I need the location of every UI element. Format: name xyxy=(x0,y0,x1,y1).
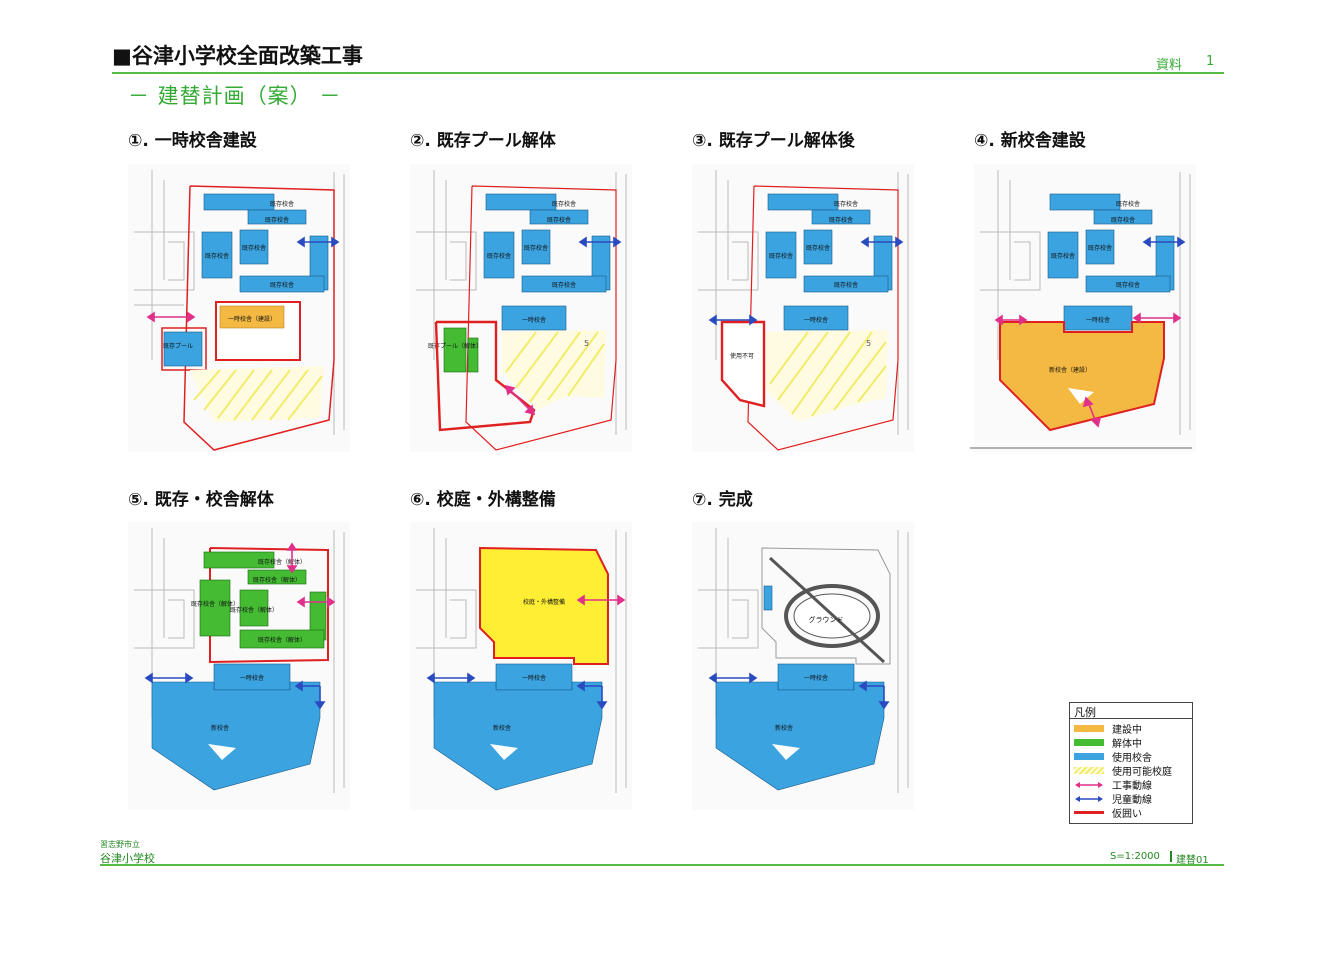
site-map-step-3: 既存校舎 既存校舎 既存校舎 既存校舎 既存校舎 一時校舎 5 使用不可 xyxy=(692,164,914,452)
svg-text:既存校舎: 既存校舎 xyxy=(270,200,294,208)
svg-text:既存校舎: 既存校舎 xyxy=(547,216,571,224)
svg-text:既存校舎: 既存校舎 xyxy=(829,216,853,224)
svg-text:一時校舎（建設）: 一時校舎（建設） xyxy=(228,315,276,323)
footer-municipality: 習志野市立 xyxy=(100,840,140,849)
fence-line-swatch xyxy=(1074,811,1104,814)
double-arrow-icon xyxy=(1074,781,1104,789)
svg-text:校庭・外構整備: 校庭・外構整備 xyxy=(523,598,565,606)
page-title: ■谷津小学校全面改築工事 xyxy=(112,44,363,68)
svg-text:既存校舎（解体）: 既存校舎（解体） xyxy=(258,558,306,566)
svg-text:既存校舎: 既存校舎 xyxy=(1116,281,1140,289)
svg-text:既存校舎: 既存校舎 xyxy=(270,281,294,289)
svg-text:一時校舎: 一時校舎 xyxy=(522,316,546,324)
svg-text:既存校舎: 既存校舎 xyxy=(1051,252,1075,260)
svg-text:新校舎: 新校舎 xyxy=(493,724,511,732)
footer-drawing-code: 建替01 xyxy=(1176,855,1209,866)
legend-item-student-route: 児童動線 xyxy=(1074,791,1152,806)
document-label: 資料 xyxy=(1156,58,1183,73)
step-5-label: ⑤. 既存・校舎解体 xyxy=(128,490,274,510)
legend-item-in-use-building: 使用校舎 xyxy=(1074,749,1152,764)
in-use-building-swatch xyxy=(1074,753,1104,760)
page-subtitle: － 建替計画（案） － xyxy=(128,84,342,108)
step-2-label: ②. 既存プール解体 xyxy=(410,131,556,151)
header-divider xyxy=(112,72,1224,74)
svg-text:既存校舎（解体）: 既存校舎（解体） xyxy=(191,600,239,608)
svg-text:既存校舎: 既存校舎 xyxy=(806,244,830,252)
svg-text:既存校舎: 既存校舎 xyxy=(205,252,229,260)
double-arrow-icon xyxy=(1074,795,1104,803)
svg-text:既存校舎: 既存校舎 xyxy=(769,252,793,260)
step-3-label: ③. 既存プール解体後 xyxy=(692,131,855,151)
legend-item-temporary-fence: 仮囲い xyxy=(1074,805,1142,820)
site-map-step-5: 既存校舎（解体） 既存校舎（解体） 既存校舎（解体） 既存校舎（解体） 既存校舎… xyxy=(128,522,350,810)
svg-text:既存校舎: 既存校舎 xyxy=(265,216,289,224)
site-map-step-4: 既存校舎 既存校舎 既存校舎 既存校舎 既存校舎 一時校舎 新校舎（建設） xyxy=(970,164,1196,452)
svg-text:既存校舎: 既存校舎 xyxy=(552,281,576,289)
svg-text:既存校舎: 既存校舎 xyxy=(1111,216,1135,224)
footer-scale: S=1:2000 xyxy=(1110,851,1160,862)
step-6-label: ⑥. 校庭・外構整備 xyxy=(410,490,556,510)
svg-text:既存校舎（解体）: 既存校舎（解体） xyxy=(258,636,306,644)
footer-divider xyxy=(100,864,1224,866)
svg-text:既存校舎: 既存校舎 xyxy=(834,200,858,208)
svg-text:既存校舎: 既存校舎 xyxy=(524,244,548,252)
svg-text:既存校舎: 既存校舎 xyxy=(1116,200,1140,208)
usable-yard-swatch xyxy=(1074,767,1104,774)
footer-school-name: 谷津小学校 xyxy=(100,852,155,865)
svg-text:既存校舎: 既存校舎 xyxy=(242,244,266,252)
svg-text:既存校舎: 既存校舎 xyxy=(834,281,858,289)
svg-text:5: 5 xyxy=(866,339,871,348)
svg-text:既存校舎（解体）: 既存校舎（解体） xyxy=(230,606,278,614)
step-1-label: ①. 一時校舎建設 xyxy=(128,131,257,151)
svg-text:新校舎: 新校舎 xyxy=(211,724,229,732)
legend-item-usable-yard: 使用可能校庭 xyxy=(1074,763,1172,778)
legend-item-construction: 建設中 xyxy=(1074,721,1142,736)
step-7-label: ⑦. 完成 xyxy=(692,490,753,510)
svg-text:既存校舎: 既存校舎 xyxy=(552,200,576,208)
site-map-step-2: 既存校舎 既存校舎 既存校舎 既存校舎 既存校舎 一時校舎 5 既存プール（解体… xyxy=(410,164,632,452)
svg-text:新校舎: 新校舎 xyxy=(775,724,793,732)
step-4-label: ④. 新校舎建設 xyxy=(974,131,1086,151)
svg-text:グラウンド: グラウンド xyxy=(809,615,844,624)
svg-text:既存校舎: 既存校舎 xyxy=(487,252,511,260)
site-map-step-7: グラウンド 一時校舎 新校舎 xyxy=(692,522,914,810)
legend-item-construction-route: 工事動線 xyxy=(1074,777,1152,792)
svg-text:一時校舎: 一時校舎 xyxy=(522,674,546,682)
svg-text:既存プール（解体）: 既存プール（解体） xyxy=(428,342,482,350)
legend-title: 凡例 xyxy=(1074,706,1096,719)
svg-text:5: 5 xyxy=(584,339,589,348)
svg-text:既存校舎（解体）: 既存校舎（解体） xyxy=(253,576,301,584)
svg-text:使用不可: 使用不可 xyxy=(730,352,754,360)
svg-text:既存校舎: 既存校舎 xyxy=(1088,244,1112,252)
svg-text:一時校舎: 一時校舎 xyxy=(804,674,828,682)
legend: 凡例 建設中 解体中 使用校舎 使用可能校庭 工事動線 児童動線 仮囲い xyxy=(1069,702,1193,824)
footer-separator xyxy=(1170,851,1172,862)
demolition-swatch xyxy=(1074,739,1104,746)
svg-text:新校舎（建設）: 新校舎（建設） xyxy=(1049,366,1091,374)
construction-swatch xyxy=(1074,725,1104,732)
site-map-step-6: 校庭・外構整備 一時校舎 新校舎 xyxy=(410,522,632,810)
svg-text:一時校舎: 一時校舎 xyxy=(1086,316,1110,324)
svg-text:既存プール: 既存プール xyxy=(163,342,193,350)
svg-text:一時校舎: 一時校舎 xyxy=(240,674,264,682)
svg-text:一時校舎: 一時校舎 xyxy=(804,316,828,324)
site-map-step-1: 既存校舎 既存校舎 既存校舎 既存校舎 既存校舎 一時校舎（建設） 既存プール xyxy=(128,164,350,452)
legend-item-demolition: 解体中 xyxy=(1074,735,1142,750)
document-number: 1 xyxy=(1206,54,1215,69)
